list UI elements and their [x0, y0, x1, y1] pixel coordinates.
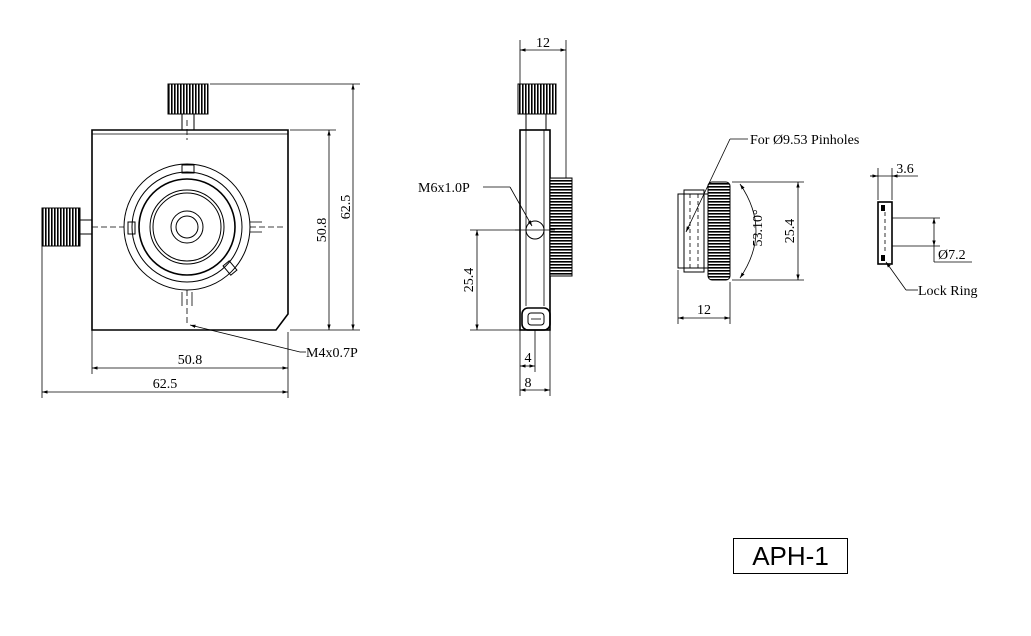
dim-pinhole-width: 12	[697, 303, 711, 318]
thread-callout-m6: M6x1.0P	[418, 181, 470, 196]
pinhole-knurled-ring	[707, 181, 731, 281]
dim-side-bottom-outer: 8	[525, 376, 532, 391]
dim-inner-width: 50.8	[178, 353, 203, 368]
pinhole-holder-view: For Ø9.53 Pinholes 53.10° 25.4 12	[677, 133, 859, 324]
dim-lock-ring-diameter: Ø7.2	[938, 248, 966, 263]
front-view: 50.8 62.5 50.8 62.5 M4x0.7P	[41, 83, 360, 398]
dim-pinhole-angle: 53.10°	[751, 209, 766, 246]
side-top-knob	[517, 83, 557, 115]
mount-body	[91, 129, 289, 331]
dim-outer-width: 62.5	[153, 377, 178, 392]
pinhole-label: For Ø9.53 Pinholes	[750, 133, 859, 148]
center-aperture	[170, 210, 204, 244]
side-knurled-ring	[549, 177, 573, 277]
top-adjuster-knob	[167, 83, 209, 115]
dim-side-center-height: 25.4	[462, 268, 477, 293]
model-number-box: APH-1	[733, 538, 848, 574]
lock-ring-view: 3.6 Ø7.2 Lock Ring	[870, 162, 978, 299]
model-number: APH-1	[752, 540, 829, 571]
dim-side-bottom-inner: 4	[525, 351, 532, 366]
outer-ring	[123, 163, 251, 291]
dim-lock-ring-width: 3.6	[896, 162, 914, 177]
dim-inner-height: 50.8	[315, 218, 330, 243]
side-view: 12 M6x1.0P 25.4 4 8	[418, 36, 573, 396]
dim-pinhole-height: 25.4	[783, 219, 798, 244]
thread-callout-m4: M4x0.7P	[306, 346, 358, 361]
left-adjuster-knob	[41, 207, 81, 247]
dim-outer-height: 62.5	[339, 195, 354, 220]
dim-side-top: 12	[536, 36, 550, 51]
lock-ring-part	[877, 201, 893, 265]
lock-ring-label: Lock Ring	[918, 284, 978, 299]
